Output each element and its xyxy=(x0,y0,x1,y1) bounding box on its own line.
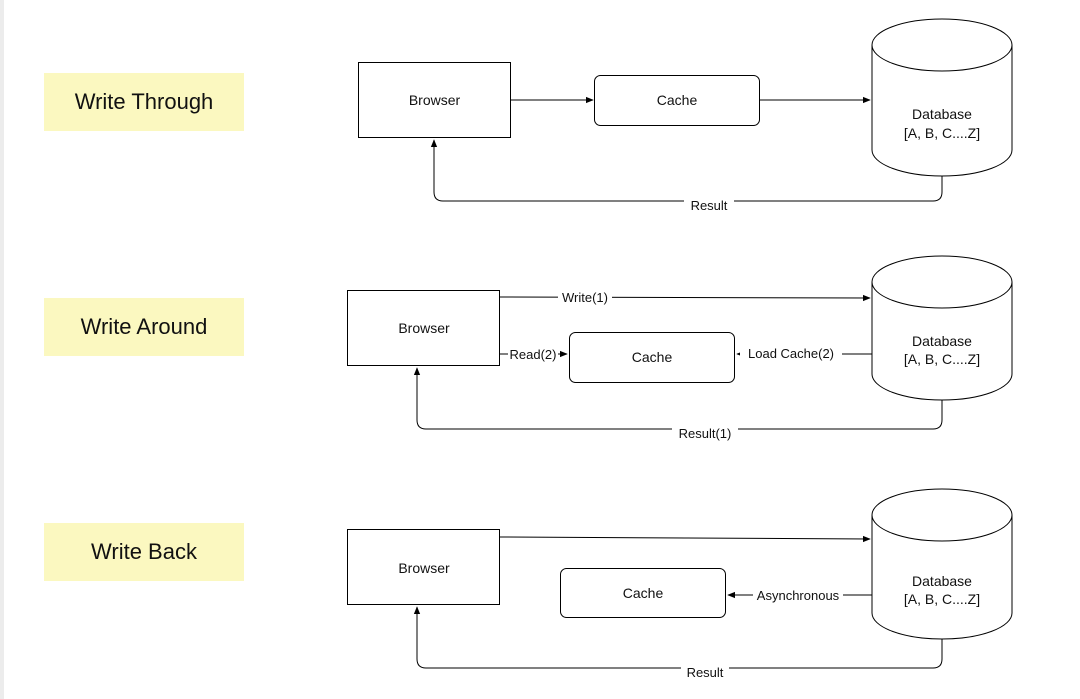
write-around-browser-node xyxy=(347,290,500,366)
write-through-diagram: Browser Cache Database [A, B, C....Z] Re… xyxy=(358,18,1013,213)
page-left-border xyxy=(0,0,4,699)
write-through-cache-text: Cache xyxy=(657,92,698,108)
write-around-database-name: Database xyxy=(912,333,972,349)
write-back-browser-node xyxy=(347,529,500,605)
write-through-cache-node xyxy=(594,75,760,126)
write-around-write-label: Write(1) xyxy=(562,290,608,305)
write-around-load-cache-label: Load Cache(2) xyxy=(748,346,834,361)
write-back-database-node xyxy=(871,488,1013,640)
write-back-database-keys: [A, B, C....Z] xyxy=(904,591,980,607)
write-around-cache-text: Cache xyxy=(632,349,673,365)
write-back-title: Write Back xyxy=(91,539,197,564)
write-back-cache-node xyxy=(560,568,726,618)
write-around-read-label: Read(2) xyxy=(510,347,557,362)
write-through-browser-text: Browser xyxy=(409,92,461,108)
write-around-label: Write Around xyxy=(44,298,244,356)
write-through-database-keys: [A, B, C....Z] xyxy=(904,125,980,141)
write-around-title: Write Around xyxy=(80,314,208,339)
write-around-browser-text: Browser xyxy=(398,320,450,336)
write-back-label: Write Back xyxy=(44,523,244,581)
write-back-cache-text: Cache xyxy=(623,585,664,601)
write-back-async-label: Asynchronous xyxy=(757,588,840,603)
write-around-diagram: Browser Cache Database [A, B, C....Z] Wr… xyxy=(347,255,1013,441)
write-around-cache-node xyxy=(569,332,735,383)
write-around-result-label: Result(1) xyxy=(679,426,732,441)
write-back-result-edge xyxy=(413,606,943,669)
write-back-browser-text: Browser xyxy=(398,560,450,576)
write-back-result-label: Result xyxy=(687,665,724,680)
write-through-result-label: Result xyxy=(691,198,728,213)
write-through-browser-node xyxy=(358,62,511,138)
write-through-database-name: Database xyxy=(912,106,972,122)
write-around-write-edge xyxy=(499,294,871,302)
write-through-title: Write Through xyxy=(74,89,214,114)
write-around-database-node xyxy=(871,255,1013,401)
write-around-database-keys: [A, B, C....Z] xyxy=(904,351,980,367)
write-through-label: Write Through xyxy=(44,73,244,131)
write-through-result-edge xyxy=(430,139,943,202)
write-through-database-node xyxy=(871,18,1013,177)
write-back-browser-to-db-edge xyxy=(499,535,871,543)
write-back-database-name: Database xyxy=(912,573,972,589)
write-back-diagram: Browser Cache Database [A, B, C....Z] As… xyxy=(347,488,1013,680)
